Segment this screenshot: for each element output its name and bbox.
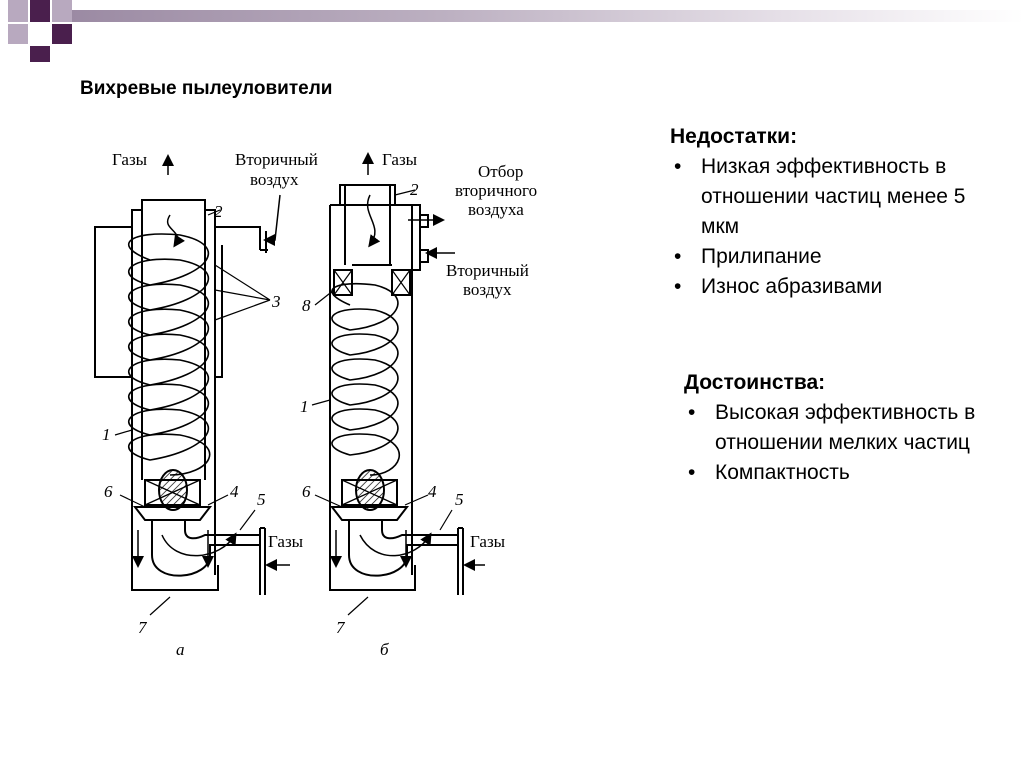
list-item: Компактность [684,458,984,488]
advantages-list: Высокая эффективность в отношении мелких… [684,398,984,488]
decor-square [52,0,72,22]
list-item: Прилипание [670,242,1000,272]
label-a-num-6: 6 [104,482,113,501]
label-a-num-3: 3 [271,292,281,311]
label-a-num-4: 4 [230,482,239,501]
disadvantages-section: Недостатки: Низкая эффективность в отнош… [670,122,1000,302]
vortex-dust-collector-diagram: Газы Вторичный воздух Газы 2 3 1 6 4 5 7… [90,135,560,675]
label-b-num-2: 2 [410,180,419,199]
label-a-num-1: 1 [102,425,111,444]
label-a-secondary-air-2: воздух [250,170,299,189]
label-b-extraction-2: вторичного [455,181,537,200]
label-b-caption: б [380,640,389,659]
decor-square [8,0,28,22]
label-b-gas-in: Газы [470,532,506,551]
slide-title: Вихревые пылеуловители [80,78,333,99]
disadvantages-heading: Недостатки: [670,125,798,148]
list-item: Высокая эффективность в отношении мелких… [684,398,984,458]
label-b-extraction-1: Отбор [478,162,523,181]
label-b-secondary-air-2: воздух [463,280,512,299]
label-a-gas-in: Газы [268,532,304,551]
label-a-caption: а [176,640,185,659]
advantages-section: Достоинства: Высокая эффективность в отн… [684,368,984,488]
label-a-gas-out: Газы [112,150,148,169]
label-a-num-7: 7 [138,618,148,637]
label-a-secondary-air-1: Вторичный [235,150,318,169]
diagram-b [311,152,485,616]
label-a-num-2: 2 [214,202,223,221]
diagram-a [94,154,290,616]
label-b-gas-out: Газы [382,150,418,169]
disadvantages-list: Низкая эффективность в отношении частиц … [670,152,1000,302]
label-b-secondary-air-1: Вторичный [446,261,529,280]
decor-square [8,24,28,44]
list-item: Износ абразивами [670,272,1000,302]
advantages-heading: Достоинства: [684,371,826,394]
label-a-num-5: 5 [257,490,266,509]
label-b-num-6: 6 [302,482,311,501]
label-b-num-4: 4 [428,482,437,501]
label-b-extraction-3: воздуха [468,200,524,219]
decor-square [52,24,72,44]
label-b-num-7: 7 [336,618,346,637]
label-b-num-8: 8 [302,296,311,315]
decor-square [30,46,50,62]
list-item: Низкая эффективность в отношении частиц … [670,152,1000,242]
header-gradient-bar [70,10,1024,22]
label-b-num-5: 5 [455,490,464,509]
decor-square [30,0,50,22]
label-b-num-1: 1 [300,397,309,416]
